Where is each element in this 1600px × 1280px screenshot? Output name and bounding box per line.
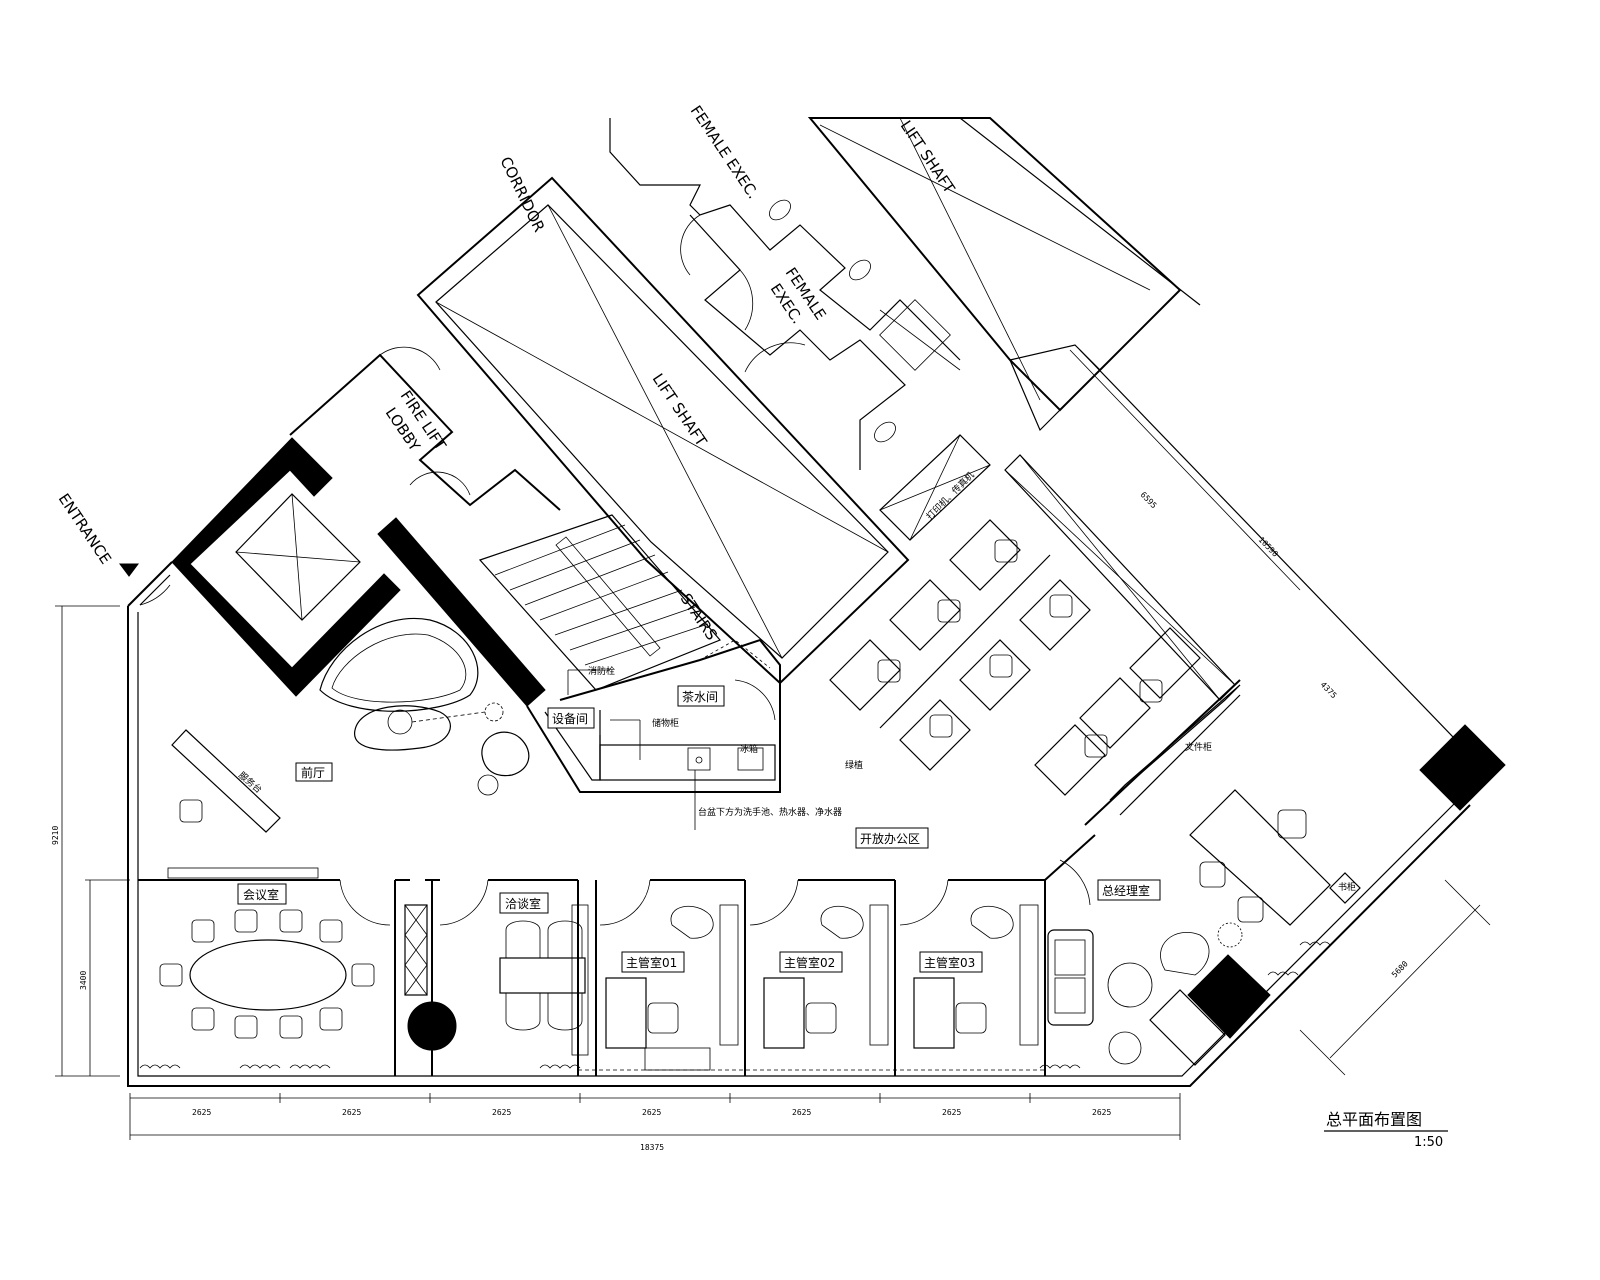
dimension-lines: [55, 349, 1491, 1140]
manager-room-03-label: 主管室03: [924, 955, 975, 970]
annotation-file-cabinet: 文件柜: [1185, 741, 1212, 753]
gm-office-label: 总经理室: [1102, 883, 1150, 898]
reception-chair: [179, 799, 203, 823]
negotiation-table: [499, 957, 586, 994]
manager-office-furniture: [605, 904, 1039, 1071]
lift-shaft-center-label: LIFT SHAFT: [649, 370, 711, 450]
lift-shaft-cross-b: [435, 301, 889, 553]
dim-right-b: 4375: [1319, 680, 1339, 700]
right-lift-shaft: [807, 117, 1182, 412]
meeting-table: [189, 939, 347, 1011]
lift-shaft-inner: [435, 204, 889, 659]
dim-right-upper: 10590: [1257, 535, 1280, 559]
lounge-chair: [481, 731, 530, 777]
negotiation-room-label: 洽谈室: [505, 896, 541, 911]
dim-seg-2: 2625: [342, 1108, 361, 1117]
stairs: [478, 514, 722, 691]
feature-planter: [319, 617, 479, 712]
gm-sofa: [1047, 929, 1094, 1026]
annotation-fire-hydrant: 消防栓: [588, 665, 615, 677]
annotation-storage: 储物柜: [652, 717, 679, 729]
dim-seg-5: 2625: [792, 1108, 811, 1117]
fridge: [737, 747, 764, 771]
annotation-printer: 打印机、传真机: [924, 469, 977, 522]
drawing-title: 总平面布置图: [1326, 1110, 1422, 1129]
annotation-sink-note: 台盆下方为洗手池、热水器、净水器: [698, 806, 842, 818]
corridor-label: CORRIDOR: [496, 154, 548, 235]
dim-left-total: 9210: [51, 826, 60, 845]
female-exec-top-label: FEMALE EXEC.: [687, 102, 763, 202]
lobby-furniture: [171, 617, 530, 833]
dim-right-a: 6595: [1139, 490, 1159, 510]
gm-desk: [1189, 789, 1331, 926]
drawing-scale: 1:50: [1414, 1135, 1443, 1150]
sink: [687, 747, 711, 771]
toilet-walls-lower: [689, 214, 906, 470]
dim-left-lower: 3400: [79, 971, 88, 990]
structural-column: [407, 1001, 457, 1051]
annotation-bookcase: 书柜: [1338, 881, 1356, 893]
dim-seg-6: 2625: [942, 1108, 961, 1117]
entrance-label: ENTRANCE: [55, 490, 115, 567]
pantry-counter: [599, 744, 776, 781]
meeting-room-furniture: [159, 904, 457, 1051]
manager-room-01-label: 主管室01: [626, 955, 677, 970]
open-office-label: 开放办公区: [860, 831, 920, 846]
reception-desk: [171, 729, 281, 833]
lift-shaft-cross-a: [547, 204, 783, 659]
annotation-plants: 绿植: [845, 759, 863, 771]
gm-office-furniture: [1047, 724, 1506, 1066]
reception-desk-label: 服务台: [236, 769, 264, 796]
outer-wall: [127, 606, 1471, 1087]
dim-total: 18375: [640, 1143, 664, 1152]
column-block-lower: [1187, 954, 1271, 1039]
pantry-equipment: [526, 638, 781, 830]
lift-thick-wall-left: [171, 437, 401, 697]
dim-seg-4: 2625: [642, 1108, 661, 1117]
toilet-walls-upper: [609, 118, 961, 361]
pantry-label: 茶水间: [682, 689, 718, 704]
plant-icon: [1217, 922, 1243, 948]
lift-shaft-right-label: LIFT SHAFT: [897, 117, 959, 197]
dim-seg-3: 2625: [492, 1108, 511, 1117]
annotation-fridge: 冰箱: [740, 743, 758, 755]
dim-seg-1: 2625: [192, 1108, 211, 1117]
lift-thick-wall-right: [377, 517, 546, 707]
entrance-arrow-icon: [119, 563, 139, 577]
window-curtains: [139, 941, 1331, 1069]
manager-room-02-label: 主管室02: [784, 955, 835, 970]
meeting-room-label: 会议室: [243, 887, 279, 902]
dim-right-lower: 5680: [1390, 959, 1410, 979]
dim-seg-7: 2625: [1092, 1108, 1111, 1117]
core-area: [171, 117, 1481, 766]
lobby-label: 前厅: [301, 765, 325, 780]
open-office-workstations: [829, 434, 1241, 816]
equipment-room-label: 设备间: [552, 712, 588, 726]
column-block-right: [1419, 724, 1506, 811]
negotiation-room-furniture: [499, 904, 589, 1056]
